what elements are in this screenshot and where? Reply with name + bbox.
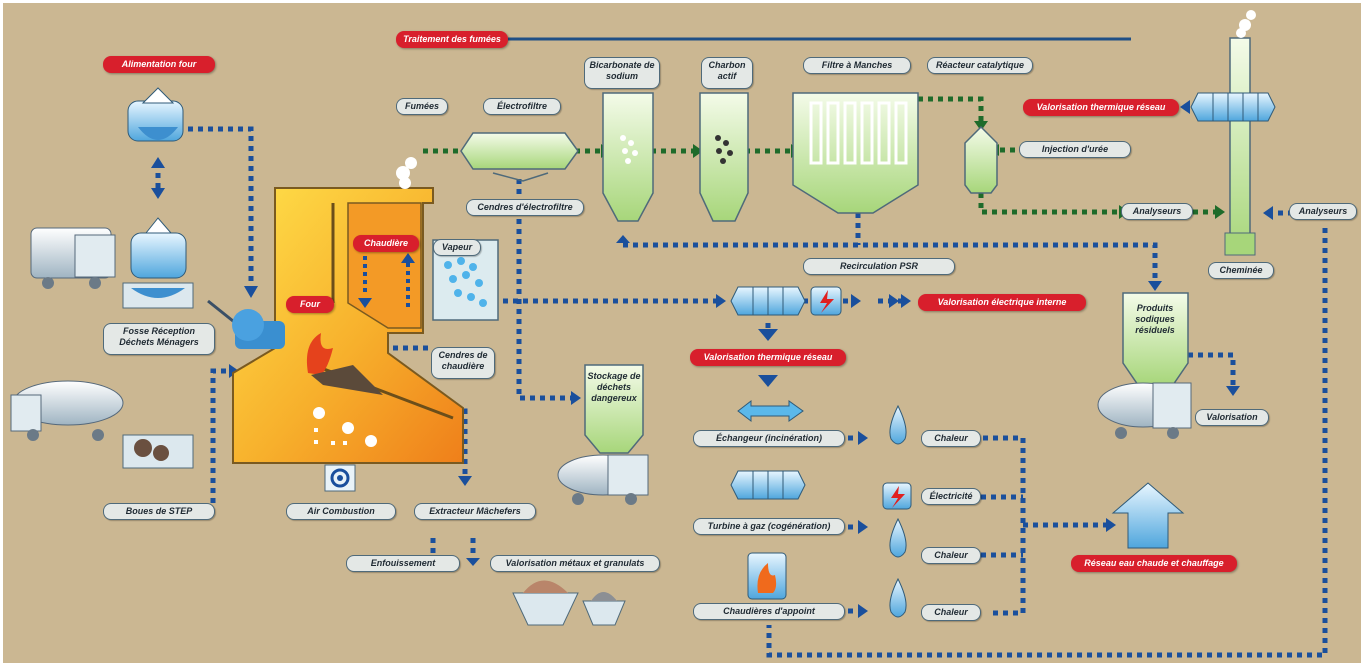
catalytic-reactor (964, 125, 998, 194)
label-air-combustion: Air Combustion (286, 503, 396, 520)
label-traitement-fumees: Traitement des fumées (396, 31, 508, 48)
label-cendres-electrofiltre: Cendres d'électrofiltre (466, 199, 584, 216)
label-valorisation-thermique-mid: Valorisation thermique réseau (690, 349, 846, 366)
label-enfouissement: Enfouissement (346, 555, 460, 572)
label-chaleur-3: Chaleur (921, 604, 981, 621)
label-electricite: Électricité (921, 488, 981, 505)
steam-turbine (730, 286, 806, 316)
label-filtre-manches: Filtre à Manches (803, 57, 911, 74)
label-alimentation-four: Alimentation four (103, 56, 215, 73)
label-four: Four (286, 296, 334, 313)
label-bicarbonate: Bicarbonate de sodium (584, 57, 660, 89)
label-recirculation-psr: Recirculation PSR (803, 258, 955, 275)
label-analyseurs-2: Analyseurs (1289, 203, 1357, 220)
label-fosse-reception: Fosse Réception Déchets Ménagers (103, 323, 215, 355)
label-valorisation: Valorisation (1195, 409, 1269, 426)
heat-drops (889, 404, 907, 618)
label-injection-uree: Injection d'urée (1019, 141, 1131, 158)
label-cendres-chaudiere: Cendres de chaudière (431, 347, 495, 379)
bicarbonate-reactor (602, 92, 654, 222)
label-chaleur-1: Chaleur (921, 430, 981, 447)
label-electrofiltre: Électrofiltre (483, 98, 561, 115)
label-chaudiere: Chaudière (353, 235, 419, 252)
electric-generator (810, 286, 842, 316)
air-combustion-fan (324, 464, 356, 492)
label-stockage: Stockage de déchets dangereux (587, 371, 641, 403)
backup-boiler (747, 552, 787, 600)
diagram-canvas: Traitement des fumées Alimentation four … (3, 3, 1361, 663)
label-analyseurs-1: Analyseurs (1121, 203, 1193, 220)
sodium-residue-silo (1097, 292, 1192, 439)
label-chaleur-2: Chaleur (921, 547, 981, 564)
flue-gas-flow (423, 96, 1221, 215)
gas-turbine (730, 470, 806, 500)
label-chaudieres-appoint: Chaudières d'appoint (693, 603, 845, 620)
label-charbon: Charbon actif (701, 57, 753, 89)
label-turbine: Turbine à gaz (cogénération) (693, 518, 845, 535)
sludge-tanker (10, 380, 194, 469)
garbage-truck (30, 227, 116, 289)
electrofilter (460, 132, 579, 182)
label-reseau-eau-chaude: Réseau eau chaude et chauffage (1071, 555, 1237, 572)
label-vapeur: Vapeur (433, 239, 481, 256)
chimney (1224, 10, 1256, 256)
electricity-icon (882, 482, 912, 510)
label-fumees: Fumées (396, 98, 448, 115)
label-valorisation-electrique: Valorisation électrique interne (918, 294, 1086, 311)
bag-filter (792, 92, 919, 214)
label-produits-sodiques: Produits sodiques résiduels (1135, 303, 1175, 335)
heating-network-icon (1111, 482, 1185, 549)
hazardous-storage-silo (557, 364, 649, 505)
heat-exchanger-top (1190, 92, 1276, 122)
label-echangeur: Échangeur (incinération) (693, 430, 845, 447)
label-valorisation-metaux: Valorisation métaux et granulats (490, 555, 660, 572)
label-extracteur-machefers: Extracteur Mâchefers (414, 503, 536, 520)
flow-diagram (10, 10, 1328, 658)
metal-aggregate-bins (512, 580, 626, 626)
furnace (207, 157, 464, 464)
label-reacteur-catalytique: Réacteur catalytique (927, 57, 1033, 74)
label-valorisation-thermique-top: Valorisation thermique réseau (1023, 99, 1179, 116)
grab-crane (122, 87, 194, 309)
label-boues-step: Boues de STEP (103, 503, 215, 520)
label-cheminee: Cheminée (1208, 262, 1274, 279)
activated-carbon-reactor (699, 92, 749, 222)
